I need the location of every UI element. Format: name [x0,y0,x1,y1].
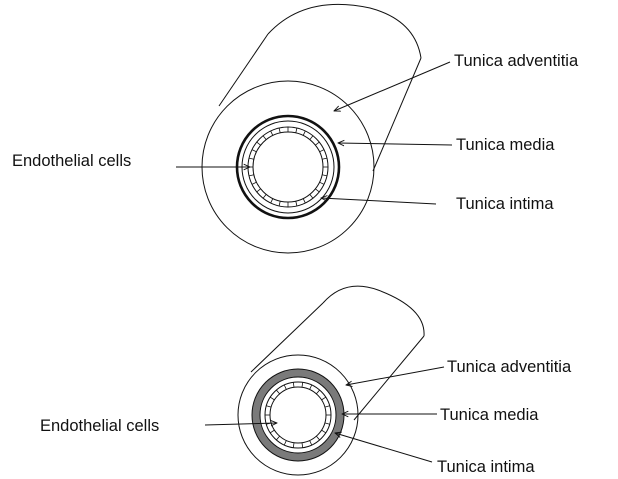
lower-cell-divider [325,406,330,407]
lower-media-inner-edge [260,377,336,453]
upper-cell-divider [271,131,273,136]
lower-arrow-adventitia [346,367,444,385]
upper-cell-divider [249,158,254,159]
upper-cell-divider [315,189,319,192]
upper-endothelial-inner [253,132,323,202]
lower-arrow-intima [335,433,432,462]
upper-cell-divider [303,131,305,136]
lower-cell-divider [322,397,326,400]
upper-cell-divider [249,175,254,176]
upper-label-intima: Tunica intima [456,195,554,213]
lower-endothelial-inner [270,387,326,443]
upper-cell-divider [271,199,273,204]
lower-cell-divider [316,390,319,394]
lower-cell-divider [316,436,319,440]
upper-label-endothelial: Endothelial cells [12,152,131,170]
lower-cell-divider [276,436,279,440]
lower-label-media: Tunica media [440,406,539,424]
upper-arrow-adventitia [334,62,450,111]
upper-vessel-top-side [219,34,268,106]
upper-label-media: Tunica media [456,136,555,154]
upper-cell-divider [263,136,266,140]
upper-cell-divider [320,182,325,184]
upper-cell-divider [263,194,266,198]
upper-cell-divider [296,201,297,206]
lower-cell-divider [266,406,271,407]
lower-vessel-far-cap [323,286,424,336]
upper-cell-divider [320,150,325,152]
upper-cell-divider [252,182,257,184]
lower-label-intima: Tunica intima [437,458,535,476]
lower-label-adventitia: Tunica adventitia [447,358,572,376]
lower-cell-divider [276,390,279,394]
upper-cell-divider [310,136,313,140]
lower-cell-divider [284,440,286,445]
upper-cell-divider [315,142,319,145]
lower-cell-divider [310,440,312,445]
upper-cell-divider [322,175,327,176]
lower-cell-divider [322,430,326,433]
lower-vessel-bottom-side [354,336,424,420]
lower-cell-divider [293,382,294,387]
lower-cell-divider [270,397,274,400]
lower-vessel [238,286,424,475]
upper-cell-divider [303,199,305,204]
upper-arrow-intima [321,198,436,204]
upper-cell-divider [322,158,327,159]
lower-cell-divider [270,430,274,433]
lower-cell-divider [284,385,286,390]
lower-cell-divider [302,443,303,448]
upper-cell-divider [252,150,257,152]
lower-label-endothelial: Endothelial cells [40,417,159,435]
lower-endothelial-outer [265,382,331,448]
lower-cell-divider [310,385,312,390]
upper-cell-divider [279,128,280,133]
upper-arrow-media [338,143,452,145]
upper-vessel-bottom-side [373,58,421,171]
lower-vessel-top-side [251,303,323,372]
upper-intima-ring [242,121,334,213]
upper-vessel-far-cap [268,4,421,58]
lower-cell-divider [293,443,294,448]
upper-cell-divider [279,201,280,206]
upper-label-adventitia: Tunica adventitia [454,52,579,70]
upper-cell-divider [257,189,261,192]
upper-vessel [202,4,421,253]
upper-cell-divider [257,142,261,145]
upper-cell-divider [296,128,297,133]
lower-cell-divider [325,423,330,424]
upper-endothelial-outer [248,127,328,207]
lower-cell-divider [302,382,303,387]
upper-cell-divider [310,194,313,198]
